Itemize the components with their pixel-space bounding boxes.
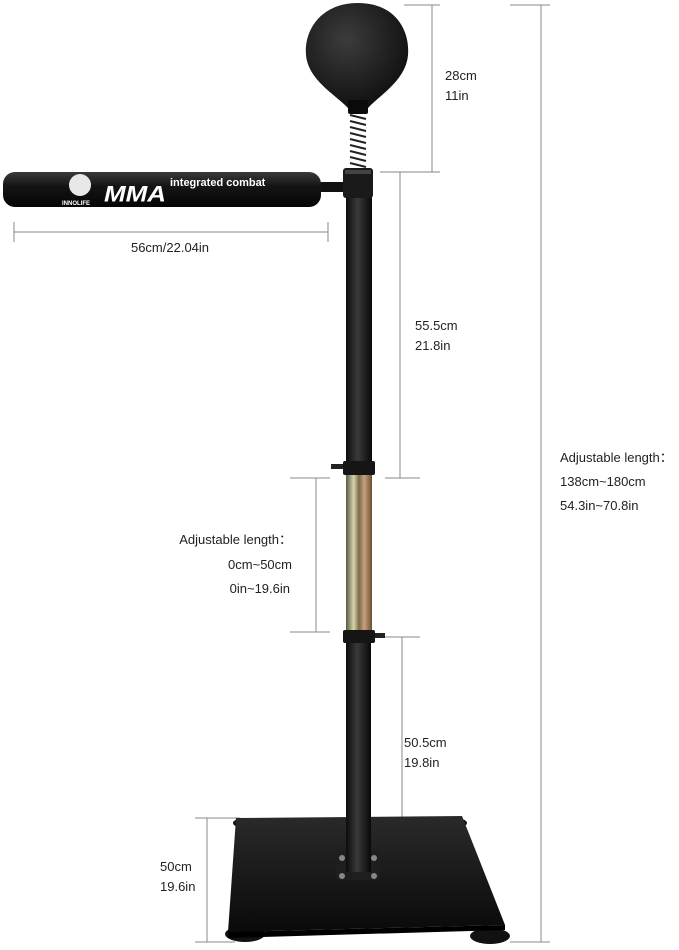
total-height-cm: 138cm~180cm [560, 474, 646, 489]
svg-text:MMA: MMA [104, 182, 166, 207]
height-lock-collar-lower [343, 630, 385, 643]
ball-height-in: 11in [445, 88, 469, 103]
ball-height-cm: 28cm [445, 68, 477, 83]
adjustable-section-cm: 0cm~50cm [228, 557, 292, 572]
total-height-in: 54.3in~70.8in [560, 498, 639, 513]
lower-pole [346, 640, 371, 872]
base-cm: 50cm [160, 859, 192, 874]
lower-pole-cm: 50.5cm [404, 735, 447, 750]
svg-text:integrated combat: integrated combat [170, 177, 266, 189]
bar-width-label: 56cm/22.04in [130, 240, 210, 255]
total-height-title: Adjustable length： [560, 450, 673, 465]
spring [349, 114, 367, 168]
top-collar [343, 168, 373, 198]
adjustable-section-in: 0in~19.6in [229, 581, 290, 596]
upper-pole-in: 21.8in [415, 338, 451, 353]
lower-pole-in: 19.8in [404, 755, 440, 770]
adjustable-section-title: Adjustable length： [179, 532, 292, 547]
pad-logo: INNOLIFE MMA integrated combat [62, 174, 266, 207]
upper-pole [346, 196, 372, 464]
svg-text:INNOLIFE: INNOLIFE [62, 201, 90, 207]
speed-ball [305, 3, 409, 108]
upper-pole-cm: 55.5cm [415, 318, 458, 333]
height-lock-collar-upper [331, 461, 375, 475]
base-in: 19.6in [160, 879, 196, 894]
dimension-lines [13, 4, 550, 943]
chrome-adjustable-tube [346, 475, 372, 635]
arm-connector-rod [315, 182, 347, 192]
